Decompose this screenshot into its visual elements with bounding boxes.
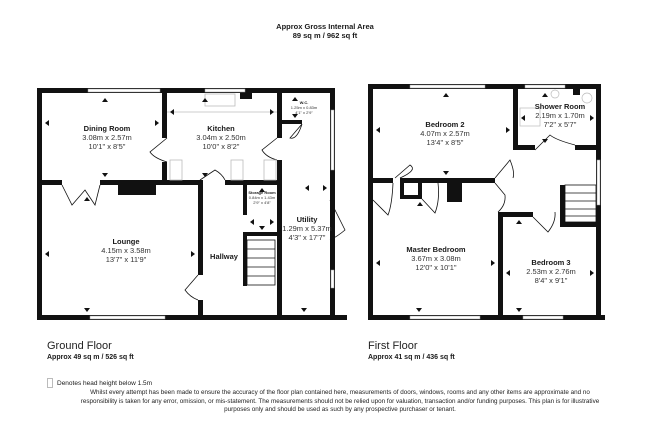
room-name: Utility	[296, 215, 318, 224]
room-metric: 1.25m x 0.83m	[290, 105, 318, 110]
gross-area-value: 89 sq m / 962 sq ft	[292, 31, 358, 40]
room-imperial: 7'2" x 5'7"	[543, 120, 577, 129]
floor-area: Approx 41 sq m / 436 sq ft	[368, 354, 455, 361]
first-floor-doors	[372, 134, 576, 233]
room-imperial: 12'0" x 10'1"	[415, 263, 457, 272]
room-bedroom-2: Bedroom 2 4.07m x 2.57m 13'4" x 8'5"	[420, 120, 470, 147]
room-metric: 2.19m x 1.70m	[535, 111, 585, 120]
room-name: Lounge	[112, 237, 140, 246]
ground-floor-stairs	[246, 239, 276, 286]
room-imperial: 10'1" x 8'5"	[88, 142, 126, 151]
ground-floor-windows	[87, 88, 335, 320]
shower-fixtures	[519, 89, 593, 127]
room-name: Bedroom 3	[531, 258, 571, 267]
first-floor-stairs	[564, 184, 597, 223]
ground-floor-plan	[37, 88, 347, 320]
room-dining-room: Dining Room 3.08m x 2.57m 10'1" x 8'5"	[82, 124, 132, 151]
room-metric: 3.67m x 3.08m	[411, 254, 461, 263]
room-imperial: 10'0" x 8'2"	[202, 142, 240, 151]
ground-floor-doors	[61, 123, 346, 301]
legend-key: Denotes head height below 1.5m	[47, 378, 152, 388]
room-hallway: Hallway	[210, 252, 238, 261]
kitchen-fixtures	[167, 93, 277, 181]
ground-floor-caption: Ground Floor Approx 49 sq m / 526 sq ft	[47, 340, 134, 362]
room-metric: 0.84m x 1.43m	[248, 195, 276, 200]
disclaimer-text: Whilst every attempt has been made to en…	[80, 389, 600, 414]
head-height-swatch-icon	[47, 378, 53, 388]
room-lounge: Lounge 4.15m x 3.58m 13'7" x 11'9"	[101, 237, 151, 264]
room-imperial: 13'4" x 8'5"	[426, 138, 464, 147]
gross-area-title: Approx Gross Internal Area	[276, 22, 374, 31]
first-floor-windows	[409, 84, 601, 320]
room-imperial: 4'1" x 2'9"	[295, 110, 313, 115]
room-metric: 3.08m x 2.57m	[82, 133, 132, 142]
room-shower-room: Shower Room 2.19m x 1.70m 7'2" x 5'7"	[535, 102, 585, 129]
room-metric: 3.04m x 2.50m	[196, 133, 246, 142]
room-name: Bedroom 2	[425, 120, 465, 129]
room-metric: 4.15m x 3.58m	[101, 246, 151, 255]
room-imperial: 8'4" x 9'1"	[534, 276, 568, 285]
first-floor-dimension-arrows	[376, 93, 594, 312]
gross-area-header: Approx Gross Internal Area 89 sq m / 962…	[0, 22, 650, 40]
room-name: Hallway	[210, 252, 238, 261]
room-wc: W.C. 1.25m x 0.83m 4'1" x 2'9"	[291, 100, 317, 115]
room-name: Kitchen	[207, 124, 235, 133]
room-name: Storage Room	[248, 190, 276, 195]
room-utility: Utility 1.29m x 5.37m 4'3" x 17'7"	[282, 215, 332, 242]
ground-floor-dimension-arrows	[45, 97, 327, 312]
room-name: W.C.	[299, 100, 309, 105]
room-name: Dining Room	[83, 124, 131, 133]
room-metric: 1.29m x 5.37m	[282, 224, 332, 233]
first-floor-caption: First Floor Approx 41 sq m / 436 sq ft	[368, 340, 455, 362]
room-kitchen: Kitchen 3.04m x 2.50m 10'0" x 8'2"	[196, 124, 246, 151]
floor-name: Ground Floor	[47, 340, 112, 352]
floor-name: First Floor	[368, 340, 418, 352]
legend-label: Denotes head height below 1.5m	[57, 379, 153, 387]
room-metric: 4.07m x 2.57m	[420, 129, 470, 138]
room-metric: 2.53m x 2.76m	[526, 267, 576, 276]
room-name: Shower Room	[534, 102, 586, 111]
room-imperial: 4'3" x 17'7"	[288, 233, 326, 242]
room-storage: Storage Room 0.84m x 1.43m 2'9" x 4'8"	[245, 190, 279, 205]
room-bedroom-3: Bedroom 3 2.53m x 2.76m 8'4" x 9'1"	[526, 258, 576, 285]
room-name: Master Bedroom	[406, 245, 466, 254]
floor-area: Approx 49 sq m / 526 sq ft	[47, 354, 134, 361]
room-imperial: 13'7" x 11'9"	[105, 255, 147, 264]
room-imperial: 2'9" x 4'8"	[253, 200, 271, 205]
room-master-bedroom: Master Bedroom 3.67m x 3.08m 12'0" x 10'…	[406, 245, 465, 272]
